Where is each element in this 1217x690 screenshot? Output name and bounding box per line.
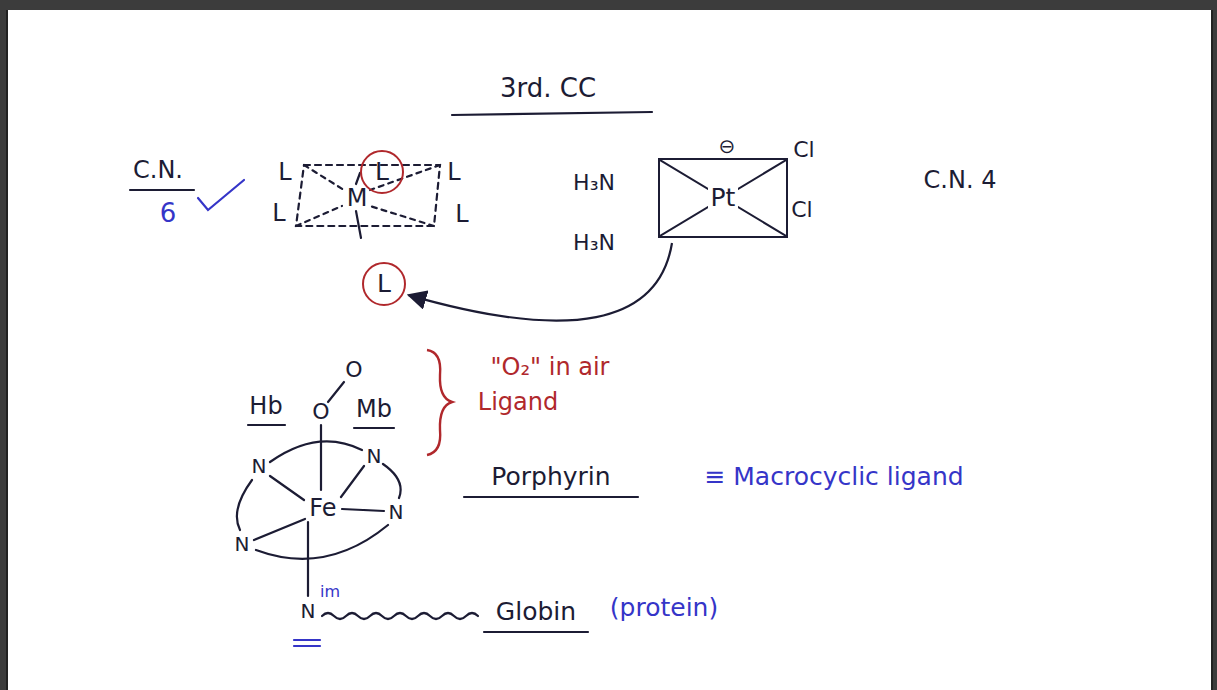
o-o-bond [328,382,344,402]
protein-name: Mb [356,396,392,422]
fe-o-bond [320,425,322,490]
title: 3rd. CC [500,74,596,103]
term: Porphyrin [491,463,610,491]
fe-n-bond [254,466,384,540]
ligand-letter: L [447,159,460,185]
metal-letter: M [347,185,368,211]
porphyrin-underline [464,496,638,498]
protein-name: Hb [249,393,282,419]
brace [427,350,452,455]
chloride-ligand: Cl [793,138,814,162]
definition: ≡ Macrocyclic ligand [704,463,963,491]
note: (protein) [610,594,718,622]
check-mark [198,180,244,210]
porphyrin-ring [237,441,401,558]
mb-underline [354,427,394,429]
curved-arrow [409,243,672,321]
nitrogen-atom: N [252,455,267,477]
dashed-square [296,165,440,226]
title-underline [452,112,652,115]
circled-ligand: L [360,150,404,194]
nitrogen-atom: N [389,501,404,523]
cn-label: C.N. [133,157,183,183]
dashed-bond [296,165,440,226]
imidazole-mark: im [320,583,340,601]
double-underline [294,640,320,646]
node-text: L [375,158,389,186]
ligand-letter: L [272,200,285,226]
globin-chain [322,613,478,619]
note: "O₂" in air [491,354,610,380]
hb-underline [248,424,285,426]
oxygen-atom: O [312,400,329,424]
nitrogen-atom: N [235,533,250,555]
node-text: L [377,270,391,298]
fraction-line [130,189,194,191]
globin-underline [484,631,588,633]
ammine-ligand: H₃N [573,171,615,195]
protein-name: Globin [496,598,576,626]
charge-sign: ⊖ [719,135,736,157]
chloride-ligand: Cl [791,198,812,222]
cn-label: C.N. 4 [924,167,997,193]
nitrogen-atom: N [367,445,382,467]
circled-ligand: L [362,262,406,306]
ammine-ligand: H₃N [573,231,615,255]
connector-layer [8,10,1211,690]
nitrogen-atom: N [301,600,316,622]
cn-value: 6 [160,199,177,228]
oxygen-atom: O [345,358,362,382]
illustration [8,10,1211,690]
note: Ligand [478,389,558,415]
metal-atom: Fe [309,495,336,521]
square-planar-complex: Pt [658,158,788,238]
whiteboard: {"diagram": {"title": "3rd. CC", "nodes"… [6,10,1213,690]
ligand-letter: L [278,159,291,185]
ligand-letter: L [455,201,468,227]
node-text: Pt [708,184,739,212]
